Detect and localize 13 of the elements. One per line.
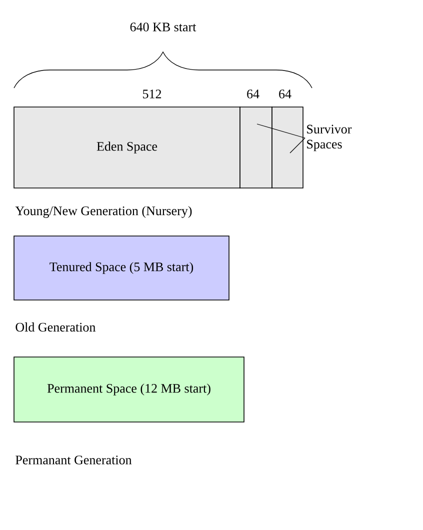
size-label: 64 [279, 90, 292, 98]
generation-label: Old Generation [16, 322, 96, 332]
generation-label: Young/New Generation (Nursery) [15, 206, 192, 218]
callout-text: Survivor Spaces [307, 124, 352, 152]
tenured-space-box: Tenured Space (5 MB start) [14, 236, 230, 300]
leader-line [256, 124, 306, 138]
size-label: 64 [247, 90, 260, 98]
leader-line [290, 138, 306, 154]
survivor-space-box [272, 106, 304, 188]
generation-label: Permanant Generation [16, 456, 132, 464]
survivor-space-box [240, 106, 272, 188]
size-label: 640 KB start [130, 22, 196, 32]
permanent-space-box: Permanent Space (12 MB start) [14, 356, 244, 422]
